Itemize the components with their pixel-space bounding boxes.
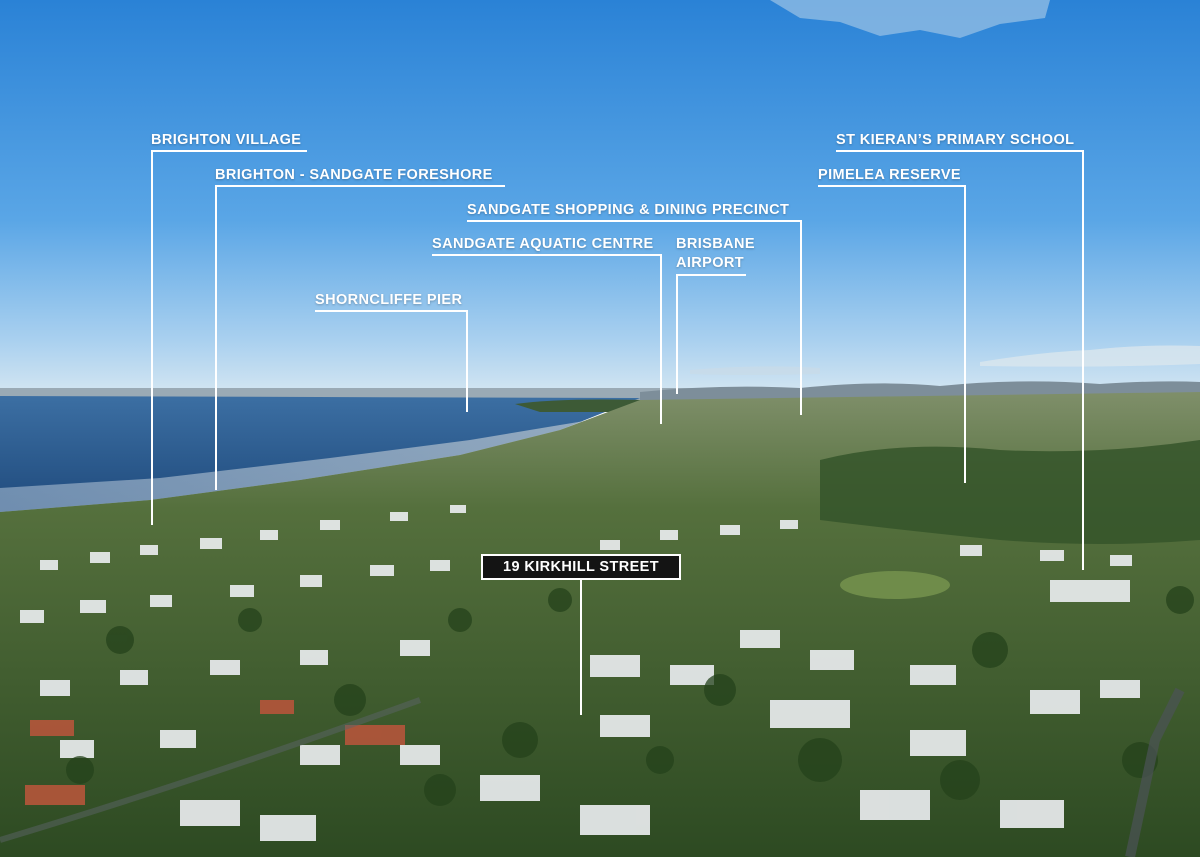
label-brighton-sandgate-foreshore: BRIGHTON - SANDGATE FORESHORE (215, 167, 493, 183)
airport-leader (676, 274, 678, 394)
pier-underline (315, 310, 468, 312)
tidal-flats (0, 412, 660, 515)
sky (0, 0, 1200, 400)
pier-leader (466, 310, 468, 412)
road (0, 697, 422, 843)
aquatic-leader (660, 254, 662, 424)
shopping-underline (467, 220, 802, 222)
label-sandgate-aquatic-centre: SANDGATE AQUATIC CENTRE (432, 236, 654, 252)
foreshore-leader (215, 185, 217, 490)
st-kierans-underline (836, 150, 1084, 152)
label-pimelea-reserve: PIMELEA RESERVE (818, 167, 961, 183)
brighton-village-underline (151, 150, 307, 152)
houses (20, 505, 1140, 841)
cloud (980, 345, 1200, 367)
road (1125, 687, 1185, 857)
label-st-kierans-primary-school: ST KIERAN’S PRIMARY SCHOOL (836, 132, 1075, 148)
property-address-label: 19 KIRKHILL STREET (503, 559, 659, 575)
label-sandgate-shopping-dining: SANDGATE SHOPPING & DINING PRECINCT (467, 202, 790, 218)
property-address-marker: 19 KIRKHILL STREET (481, 554, 681, 580)
headland (515, 399, 640, 412)
label-shorncliffe-pier: SHORNCLIFFE PIER (315, 292, 463, 308)
airport-underline (676, 274, 746, 276)
label-brisbane-airport: BRISBANE AIRPORT (676, 236, 755, 271)
shopping-leader (800, 220, 802, 415)
oval (840, 571, 950, 599)
pimelea-leader (964, 185, 966, 483)
label-brighton-village: BRIGHTON VILLAGE (151, 132, 302, 148)
cloud (770, 0, 1050, 38)
brighton-village-leader (151, 150, 153, 525)
st-kierans-leader (1082, 150, 1084, 570)
cloud (690, 366, 820, 375)
aquatic-underline (432, 254, 662, 256)
pimelea-underline (818, 185, 966, 187)
address-leader (580, 580, 582, 715)
foreshore-underline (215, 185, 505, 187)
roofs-terracotta (25, 700, 405, 805)
bushland (820, 440, 1200, 544)
